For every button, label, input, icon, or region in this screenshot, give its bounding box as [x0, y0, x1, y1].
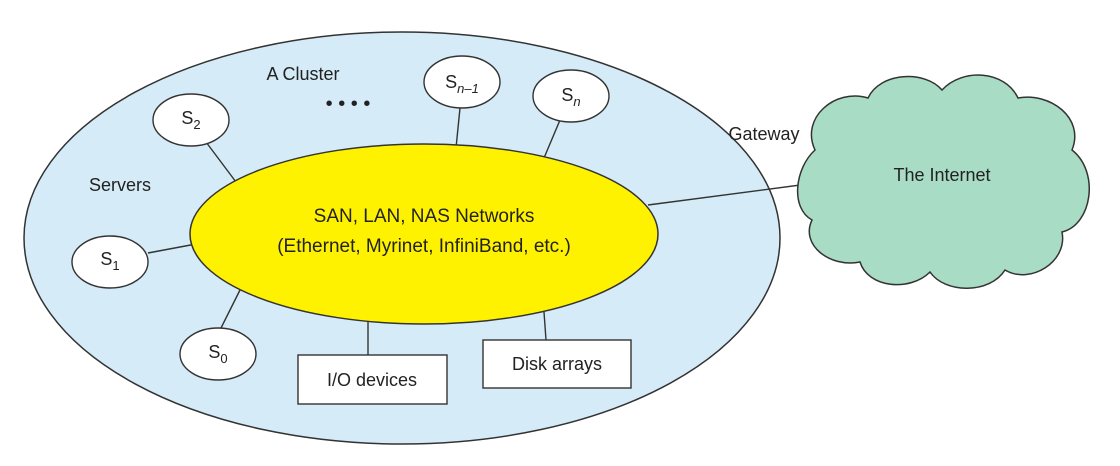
server-s-n-label: Sn: [561, 85, 580, 109]
io-devices-box: [297, 354, 448, 405]
internet-label: The Internet: [893, 165, 990, 185]
internet-cloud: [797, 74, 1090, 289]
io-devices-label: I/O devices: [327, 370, 417, 390]
link-disk: [543, 311, 547, 341]
gateway-label: Gateway: [728, 124, 799, 144]
disk-arrays-box: [482, 339, 632, 389]
network-ellipse: [189, 143, 659, 325]
server-s0-label: S0: [208, 342, 227, 366]
server-s0: [179, 327, 257, 381]
server-s1-label: S1: [100, 249, 119, 273]
cluster-label: A Cluster: [266, 64, 339, 84]
link-s-n-minus-1: [455, 107, 461, 149]
network-label-line1: SAN, LAN, NAS Networks: [314, 206, 535, 227]
link-gateway: [647, 183, 809, 206]
servers-label: Servers: [89, 175, 151, 195]
server-s-n-minus-1-label: Sn–1: [445, 72, 479, 96]
network-label-line2: (Ethernet, Myrinet, InfiniBand, etc.): [277, 236, 571, 257]
link-s1: [147, 243, 197, 254]
disk-arrays-label: Disk arrays: [512, 354, 602, 374]
server-s-n: [532, 69, 610, 123]
server-ellipsis: • • • •: [326, 93, 371, 115]
link-s2: [205, 141, 237, 183]
link-s-n: [543, 119, 561, 159]
server-s-n-minus-1: [423, 55, 501, 109]
server-s2-label: S2: [181, 108, 200, 132]
server-s2: [152, 93, 230, 147]
server-s1: [71, 235, 149, 289]
